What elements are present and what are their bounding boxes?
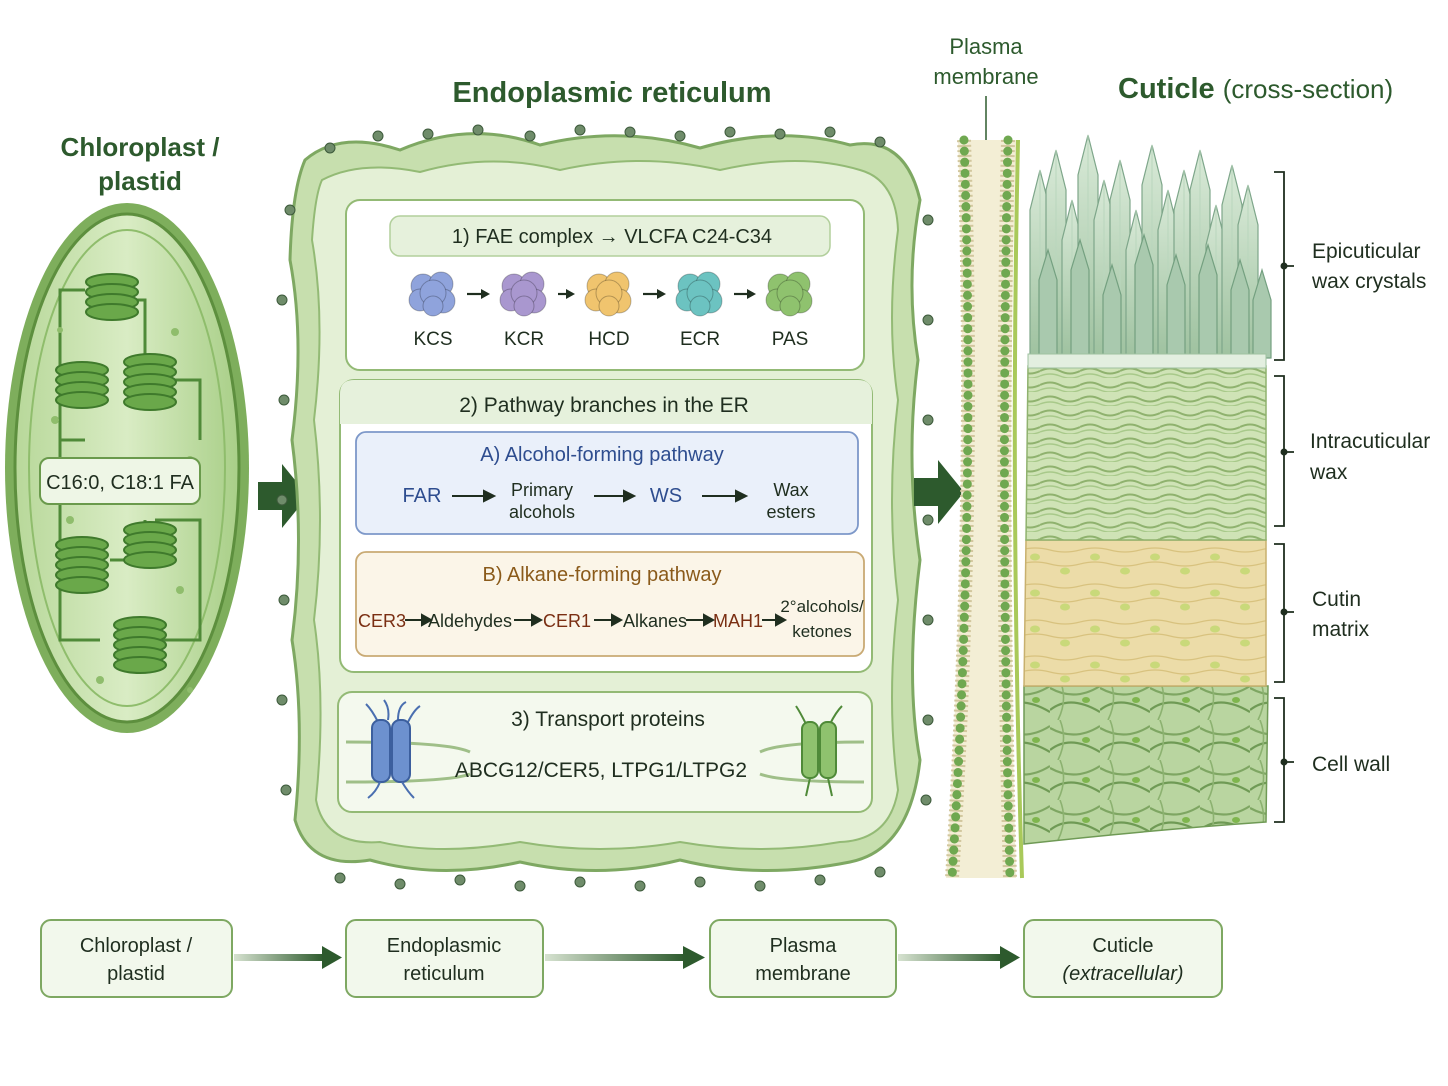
secondary-alcohols-line1: 2°alcohols/ [780, 597, 864, 616]
wax-esters-line2: esters [766, 502, 815, 522]
intracuticular-label-line2: wax [1309, 461, 1348, 484]
intracuticular-wax-layer [1025, 365, 1267, 541]
flow-cuticle-line2: (extracellular) [1062, 963, 1183, 985]
chloroplast-title-line2: plastid [98, 166, 182, 196]
cuticle-illustration [1023, 134, 1272, 845]
intracuticular-label-line1: Intracuticular [1310, 430, 1430, 453]
alcohol-pathway-title: A) Alcohol-forming pathway [480, 444, 723, 466]
alcohol-pathway-box [355, 431, 859, 535]
epicuticular-wax-crystals [1029, 134, 1272, 359]
cutin-label-line2: matrix [1312, 618, 1370, 641]
arrow-er-to-pm [914, 460, 964, 524]
primary-alcohols-line1: Primary [511, 480, 573, 500]
flow-box-er [345, 919, 544, 998]
fa-label-box [39, 457, 201, 505]
enzyme-arrow [467, 289, 490, 299]
enzyme-row: KCS KCR HCD ECR PAS [408, 271, 813, 350]
flow-chloroplast-line2: plastid [107, 963, 165, 985]
wax-esters-line1: Wax [773, 480, 808, 500]
flow-chloroplast-line1: Chloroplast / [80, 935, 193, 957]
flow-box-chloroplast [40, 919, 233, 998]
flow-strip: Chloroplast / plastid Endoplasmic reticu… [40, 919, 1223, 998]
cuticle-title-sub: (cross-section) [1223, 74, 1393, 104]
transport-proteins: ABCG12/CER5, LTPG1/LTPG2 [455, 759, 747, 782]
flow-cuticle-line1: Cuticle [1092, 935, 1153, 957]
alkane-pathway-box [355, 551, 865, 657]
chloroplast-illustration: C16:0, C18:1 FA [5, 203, 249, 733]
enzyme-arrow [643, 289, 666, 299]
enzyme-kcs-icon [408, 271, 456, 317]
enzyme-label-pas: PAS [772, 329, 809, 350]
flow-box-pm [709, 919, 897, 998]
alkanes-label: Alkanes [623, 611, 687, 631]
fae-panel: 1) FAE complex → VLCFA C24-C34 KCS KCR HCD… [345, 199, 865, 371]
fa-label: C16:0, C18:1 FA [46, 472, 195, 494]
cell-wall-layer [1023, 685, 1269, 845]
flow-pm-line2: membrane [755, 963, 851, 985]
cell-wall-label: Cell wall [1312, 753, 1390, 776]
flow-box-cuticle [1023, 919, 1223, 998]
pm-title-line2: membrane [933, 64, 1038, 89]
enzyme-label-kcr: KCR [504, 329, 544, 350]
mah1-label: MAH1 [713, 611, 763, 631]
enzyme-kcr-icon [499, 271, 547, 317]
plasma-membrane-illustration [945, 96, 1024, 883]
cuticle-title: Cuticle (cross-section) [1118, 73, 1393, 105]
transport-panel: 3) Transport proteins ABCG12/CER5, LTPG1… [337, 691, 873, 813]
cer3-label: CER3 [358, 611, 406, 631]
epicuticular-label-line2: wax crystals [1311, 270, 1426, 293]
enzyme-ecr-icon [675, 271, 723, 317]
ltpg-transporter-icon [795, 705, 843, 797]
primary-alcohols-line2: alcohols [509, 502, 575, 522]
far-label: FAR [403, 485, 442, 507]
abc-transporter-icon [365, 699, 421, 799]
transport-title: 3) Transport proteins [511, 708, 705, 731]
cutin-label-line1: Cutin [1312, 588, 1361, 611]
enzyme-label-ecr: ECR [680, 329, 720, 350]
enzyme-arrow [558, 289, 575, 299]
enzyme-label-hcd: HCD [588, 329, 629, 350]
branches-panel: 2) Pathway branches in the ER A) Alcohol… [339, 379, 873, 673]
enzyme-hcd-icon [584, 271, 632, 317]
flow-er-line1: Endoplasmic [387, 935, 502, 957]
enzyme-arrow [734, 289, 756, 299]
pm-title-line1: Plasma [949, 34, 1023, 59]
cuticle-title-main: Cuticle [1118, 73, 1215, 105]
ws-label: WS [650, 485, 682, 507]
enzyme-label-kcs: KCS [413, 329, 452, 350]
chloroplast-title-line1: Chloroplast / [61, 132, 220, 162]
flow-pm-line1: Plasma [770, 935, 838, 957]
enzyme-pas-icon [765, 271, 813, 317]
er-title: Endoplasmic reticulum [452, 77, 771, 109]
cer1-label: CER1 [543, 611, 591, 631]
alkane-pathway-title: B) Alkane-forming pathway [482, 564, 721, 586]
branches-title: 2) Pathway branches in the ER [459, 394, 749, 417]
fae-title: 1) FAE complex → VLCFA C24-C34 [452, 226, 772, 248]
cutin-matrix-layer [1023, 539, 1267, 687]
secondary-alcohols-line2: ketones [792, 622, 852, 641]
aldehydes-label: Aldehydes [428, 611, 512, 631]
epicuticular-label-line1: Epicuticular [1312, 240, 1421, 263]
flow-arrows [234, 946, 1020, 969]
flow-er-line2: reticulum [403, 963, 484, 985]
